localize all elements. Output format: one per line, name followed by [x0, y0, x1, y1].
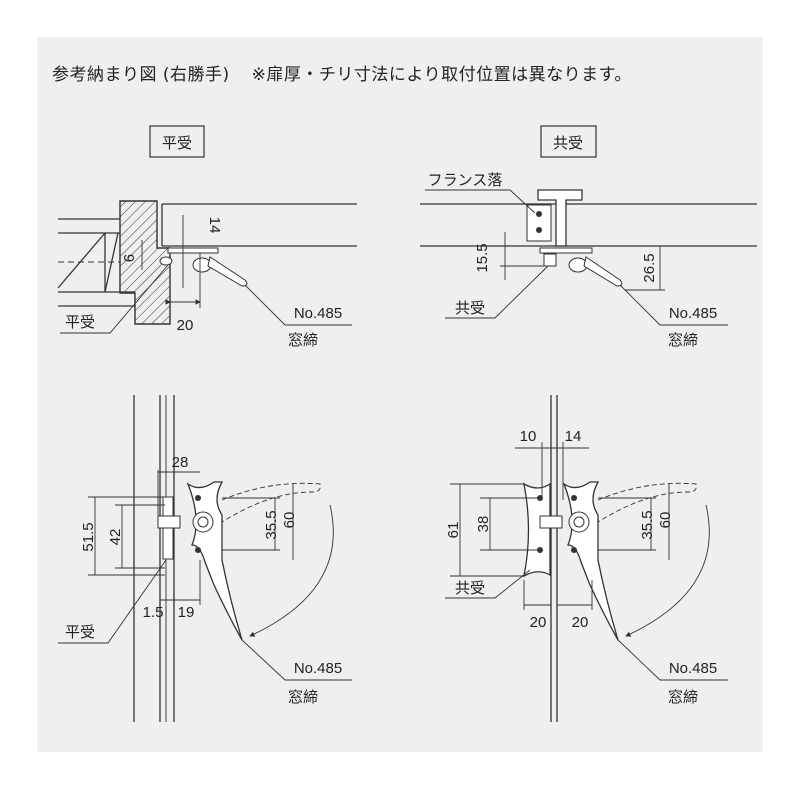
part-label: 窓締	[668, 331, 698, 349]
dim-35-5: 35.5	[263, 510, 280, 539]
dim-20-right: 20	[572, 614, 589, 631]
box-label: 共受	[553, 135, 583, 152]
dim-60: 60	[281, 512, 298, 529]
header: 参考納まり図 (右勝手) ※扉厚・チリ寸法により取付位置は異なります。	[52, 60, 632, 85]
dim-42: 42	[107, 529, 124, 546]
frame-section	[119, 200, 171, 325]
dim-19: 19	[178, 604, 195, 621]
diagram-panel	[37, 37, 763, 752]
box-frame	[149, 125, 205, 158]
model-label: No.485	[294, 305, 342, 322]
dim-14: 14	[565, 428, 582, 445]
strike-label: 共受	[455, 300, 485, 317]
box-label: 平受	[162, 135, 192, 152]
strike-label: 共受	[455, 580, 485, 597]
part-label: 窓締	[288, 331, 318, 349]
dim-15-5: 15.5	[474, 243, 491, 272]
dim-10: 10	[520, 428, 537, 445]
dim-61: 61	[445, 522, 462, 539]
dim-14: 14	[206, 217, 223, 234]
dim-28: 28	[172, 454, 189, 471]
latch-handle	[186, 481, 243, 641]
header-note: ※扉厚・チリ寸法により取付位置は異なります。	[251, 65, 632, 85]
top-right-diagram: 共受 15.5 26.5 フランス落 共受 No.485 窓締	[420, 125, 757, 349]
dim-38: 38	[475, 516, 492, 533]
bottom-left-diagram: 28 51.5 42 35.5 60 1.5 19 平受 No.485 窓締	[58, 395, 352, 722]
flange-label: フランス落	[428, 172, 503, 189]
model-label: No.485	[669, 305, 717, 322]
bottom-right-diagram: 10 14 61 38 35.5 60 20 20 共受 No.485 窓締	[445, 395, 728, 722]
page-title: 参考納まり図 (右勝手)	[52, 65, 230, 85]
dim-20: 20	[177, 317, 194, 334]
strike-label: 平受	[65, 314, 95, 331]
dim-20-left: 20	[530, 614, 547, 631]
part-label: 窓締	[288, 688, 318, 706]
dim-60: 60	[657, 512, 674, 529]
dim-26-5: 26.5	[641, 253, 658, 282]
dim-1-5: 1.5	[143, 604, 164, 621]
strike-label: 平受	[65, 624, 95, 641]
model-label: No.485	[669, 660, 717, 677]
dim-35-5: 35.5	[639, 510, 656, 539]
model-label: No.485	[294, 660, 342, 677]
dim-9: 9	[120, 254, 137, 262]
dim-51-5: 51.5	[80, 522, 97, 551]
part-label: 窓締	[668, 688, 698, 706]
top-left-diagram: 平受 14 9 20 平受 No.485 窓締	[57, 125, 357, 349]
